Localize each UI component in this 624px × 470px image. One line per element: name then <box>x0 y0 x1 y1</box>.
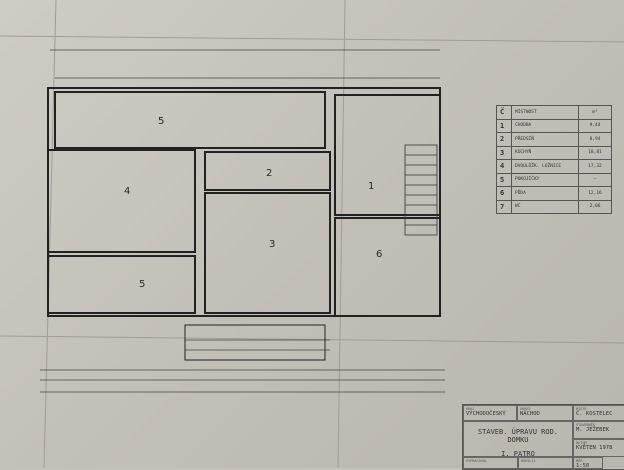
district: NÁCHOD <box>520 411 540 417</box>
room-label: 5 <box>139 279 145 290</box>
room-label: 3 <box>269 239 275 250</box>
walls <box>47 87 441 361</box>
room-label: 5 <box>158 116 164 127</box>
drawing-subtitle: I. PATRO <box>501 450 535 458</box>
room-label: 1 <box>368 181 374 192</box>
place: Č. KOSTELEC <box>576 411 613 417</box>
region: VÝCHODOČESKÝ <box>466 411 506 417</box>
room-label: 2 <box>266 168 272 179</box>
room-label: 4 <box>124 186 130 197</box>
client: M. JEŽEBEK <box>576 427 610 433</box>
staircase <box>404 144 438 236</box>
scale: 1:50 <box>576 463 590 469</box>
date: KVĚTEN 1978 <box>576 445 613 451</box>
dimension-lines <box>40 49 445 393</box>
room-label: 6 <box>376 249 382 260</box>
drawing-title: STAVEB. ÚPRAVU ROD. DOMKU <box>477 428 559 444</box>
